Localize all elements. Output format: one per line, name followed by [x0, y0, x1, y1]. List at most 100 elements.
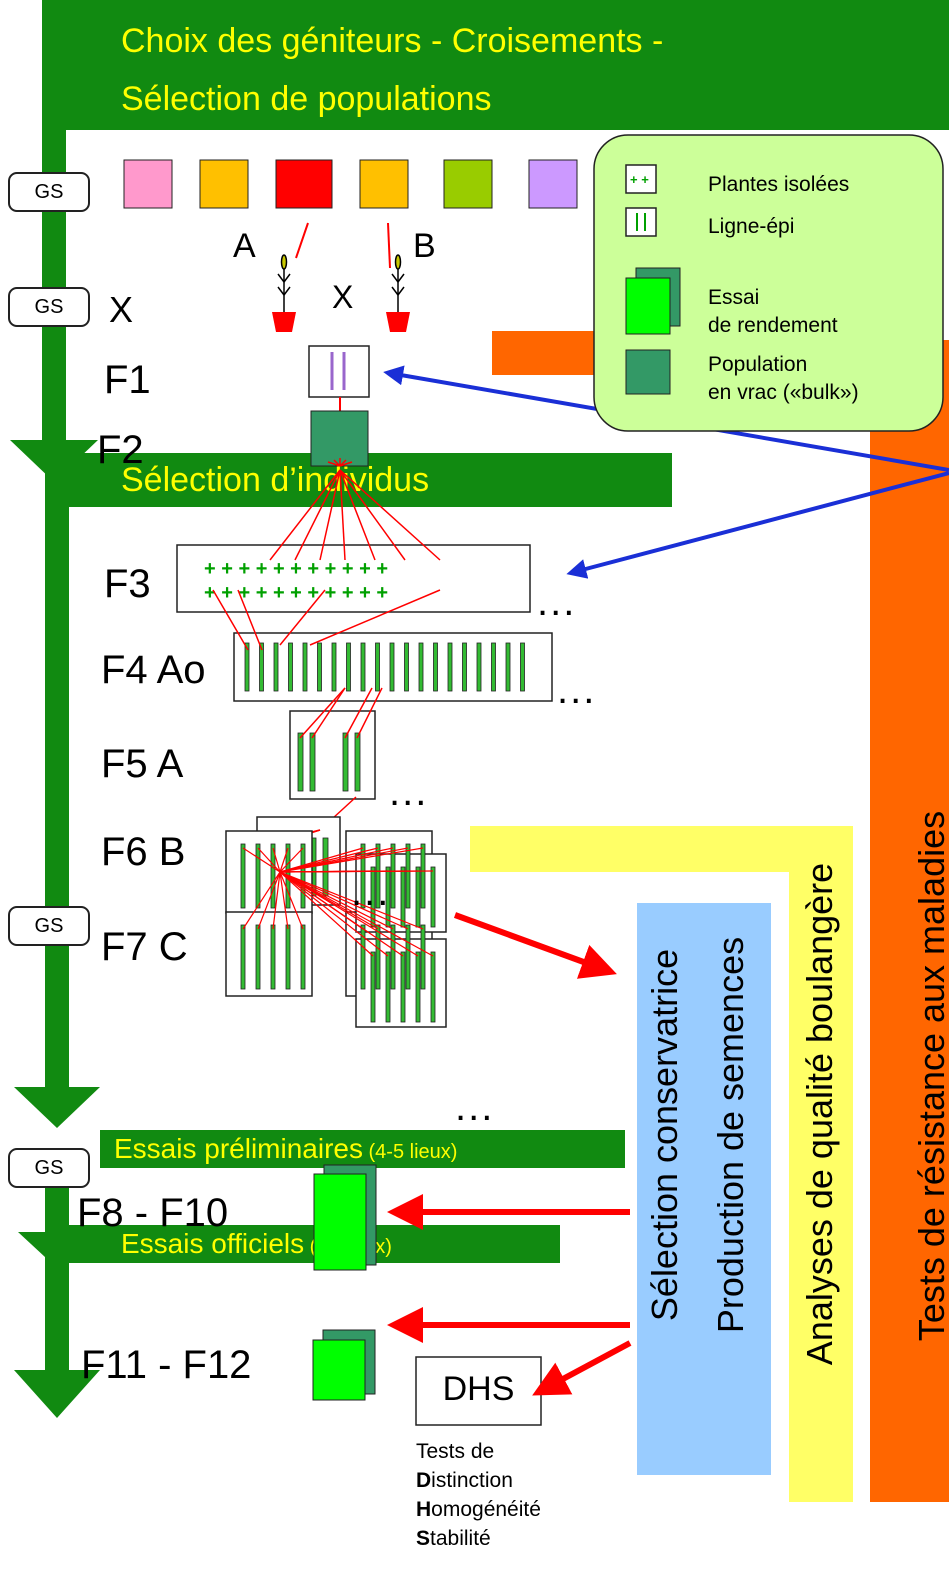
f7-ear-row [240, 843, 246, 909]
officiels-main: Essais officiels [121, 1228, 305, 1259]
individus-banner-label: Sélection d’individus [121, 461, 430, 499]
f7-line [242, 847, 281, 873]
cross-left: X [109, 289, 134, 330]
f7-ear-rows [240, 843, 436, 1023]
dhs-line-d: Distinction [416, 1467, 541, 1496]
dhs-h: H [416, 1497, 432, 1521]
vertical-tests: Tests de résistance aux maladies [911, 810, 949, 1342]
f7-line [272, 871, 281, 930]
dhs-line1: Tests de [416, 1440, 495, 1463]
ellipsis-f5: ... [389, 770, 429, 814]
gen-f8: F8 - F10 [77, 1191, 229, 1235]
f7-line [242, 871, 281, 930]
f7-ear-row [285, 924, 291, 990]
f4-ear-row [244, 642, 250, 692]
dhs-d-rest: istinction [431, 1468, 513, 1492]
f7-line [279, 847, 424, 873]
parent-squares [123, 159, 578, 209]
f7-line [279, 847, 304, 873]
ellipsis-f4: ... [557, 668, 597, 712]
f7-ear-row [375, 843, 381, 909]
gs-label-4: GS [8, 1148, 90, 1188]
f7-ear-row [270, 843, 276, 909]
f7-ear-row [415, 951, 421, 1023]
f5-ear-rows [297, 732, 361, 792]
f7-ear-row [370, 866, 376, 928]
f7-line [279, 871, 289, 930]
gen-f7: F7 C [101, 925, 188, 969]
f4-ear-row [389, 642, 395, 692]
f7-ear-row [370, 951, 376, 1023]
vertical-selection: Sélection conservatrice [644, 948, 685, 1322]
f4-ear-row [317, 642, 322, 692]
gen-f2: F2 [97, 428, 144, 472]
vertical-production: Production de semences [710, 936, 751, 1334]
dhs-s: S [416, 1526, 431, 1550]
legend-ligne: Ligne-épi [708, 215, 795, 238]
dhs-h-rest: omogénéité [431, 1497, 541, 1521]
f7-line [279, 871, 404, 957]
cross-mid: X [332, 279, 354, 315]
f4-ear-row [418, 642, 424, 692]
dhs-line-h: Homogénéité [416, 1496, 541, 1525]
f7-line [279, 870, 434, 873]
f7-line [279, 871, 389, 957]
f4-ear-row [491, 642, 496, 692]
top-banner-line2: Sélection de populations [121, 80, 492, 118]
f4-ear-row [462, 642, 467, 692]
blue-panel [637, 903, 771, 1475]
f7-ear-row [300, 924, 306, 990]
f7-ear-row [430, 866, 436, 928]
f7-ear-row [270, 924, 276, 990]
gen-f4: F4 Ao [101, 648, 206, 692]
yellow-panel [789, 826, 853, 1502]
f4-ear-row [375, 642, 380, 692]
f4-ear-row [447, 642, 453, 692]
f5-box [289, 710, 376, 800]
f7-line [257, 847, 281, 873]
f7-line [279, 871, 424, 930]
f7-line [279, 871, 394, 930]
dhs-line-s: Stabilité [416, 1525, 541, 1554]
ellipsis-f6: ... [351, 870, 391, 914]
legend-essai-2: de rendement [708, 314, 838, 337]
vertical-analyses: Analyses de qualité boulangère [799, 862, 840, 1366]
f4-ear-row [520, 642, 525, 692]
f7-ear-row [405, 843, 411, 909]
f4-ear-row [331, 642, 337, 692]
parent-a: A [233, 227, 256, 265]
gen-f1: F1 [104, 358, 151, 402]
legend-plantes: Plantes isolées [708, 173, 850, 196]
f2-bulk [310, 410, 369, 467]
legend-panel [593, 134, 944, 432]
gen-f5: F5 A [101, 742, 184, 786]
f7-line [279, 871, 419, 957]
f4-ear-rows [244, 642, 525, 692]
f4-ear-row [404, 642, 409, 692]
gen-f11: F11 - F12 [81, 1343, 252, 1387]
red-arrows [387, 912, 632, 1396]
f7-ear-row [300, 843, 306, 909]
dhs-description: Tests de Distinction Homogénéité Stabili… [416, 1438, 541, 1554]
prelim-sub: (4-5 lieux) [362, 1141, 458, 1163]
legend-pop-1: Population [708, 353, 808, 376]
svg-text:+ +: + + [630, 172, 649, 187]
f7-line [272, 847, 281, 873]
yellow-panel-top [470, 826, 853, 872]
f7-ear-row [360, 843, 366, 909]
orange-bar [870, 340, 949, 1502]
f7-ear-row [375, 924, 381, 990]
legend-essai-1: Essai [708, 286, 760, 309]
trial-stack-f11 [312, 1329, 376, 1401]
legend-plantes-icon [625, 164, 657, 194]
gen-f6: F6 B [101, 830, 186, 874]
dhs-label: DHS [442, 1370, 515, 1408]
f7-ear-row [385, 951, 391, 1023]
prelim-banner-label: Essais préliminaires (4-5 lieux) [114, 1133, 457, 1165]
f3-lines [269, 469, 441, 561]
f3-box [176, 544, 531, 613]
f4-ear-row [433, 642, 438, 692]
ellipsis-f7: ... [455, 1085, 495, 1129]
dhs-s-rest: tabilité [430, 1526, 491, 1550]
